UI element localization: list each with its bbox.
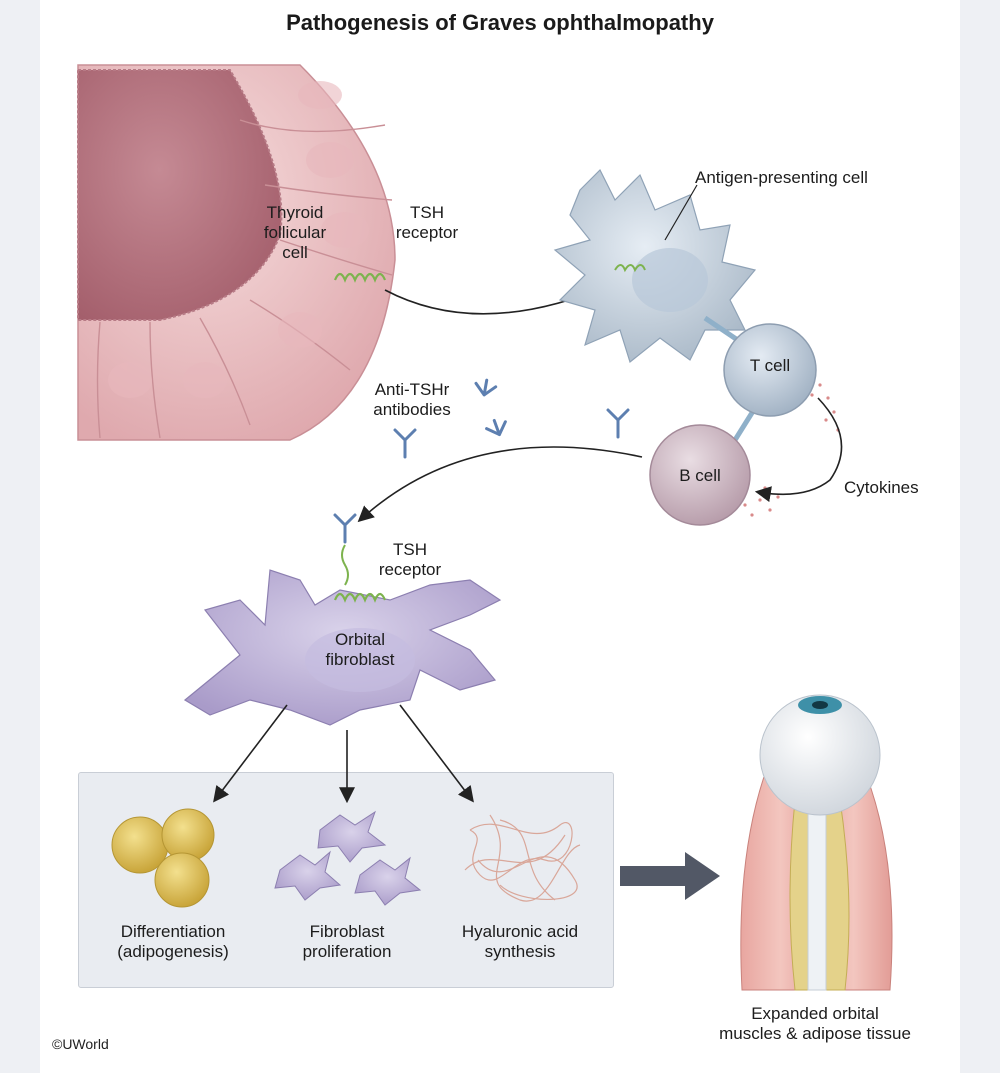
cytokines-label: Cytokines — [844, 478, 919, 497]
b-cell — [649, 424, 751, 526]
outcome-hyaluronic-label: Hyaluronic acid synthesis — [461, 922, 579, 961]
tsh-receptor-bottom-label: TSH receptor — [378, 540, 442, 579]
page-title: Pathogenesis of Graves ophthalmopathy — [286, 10, 714, 35]
outcome-proliferation-label: Fibroblast proliferation — [302, 922, 392, 961]
arrow-b-to-fibroblast — [357, 446, 643, 523]
hyaluronic-acid-mesh — [464, 814, 581, 902]
orbital-fibroblast — [183, 544, 502, 726]
antigen-presenting-cell — [553, 168, 757, 364]
big-arrow-to-eye — [620, 852, 720, 900]
adipocyte-cluster — [111, 808, 215, 908]
antibodies-label: Anti-TSHr antibodies — [373, 380, 451, 419]
fibroblast-label: Orbital fibroblast — [325, 630, 395, 669]
tsh-receptor-top-label: TSH receptor — [395, 203, 459, 242]
fibroblast-cluster — [274, 810, 422, 906]
t-cell — [723, 323, 817, 417]
outcome-arrows — [213, 704, 474, 804]
cytokine-dots — [743, 383, 840, 517]
eye-illustration — [740, 694, 893, 991]
thyroid-follicle — [77, 64, 396, 441]
copyright: ©UWorld — [52, 1036, 109, 1052]
thyroid-cell-label: Thyroid follicular cell — [263, 203, 327, 262]
outcome-adipogenesis-label: Differentiation (adipogenesis) — [117, 922, 229, 961]
antibody-icons — [333, 378, 630, 544]
t-cell-label: T cell — [749, 356, 791, 375]
b-cell-label: B cell — [679, 466, 721, 485]
eye-label: Expanded orbital muscles & adipose tissu… — [719, 1004, 911, 1043]
cytokine-arrow — [754, 397, 843, 503]
apc-label: Antigen-presenting cell — [695, 168, 868, 187]
